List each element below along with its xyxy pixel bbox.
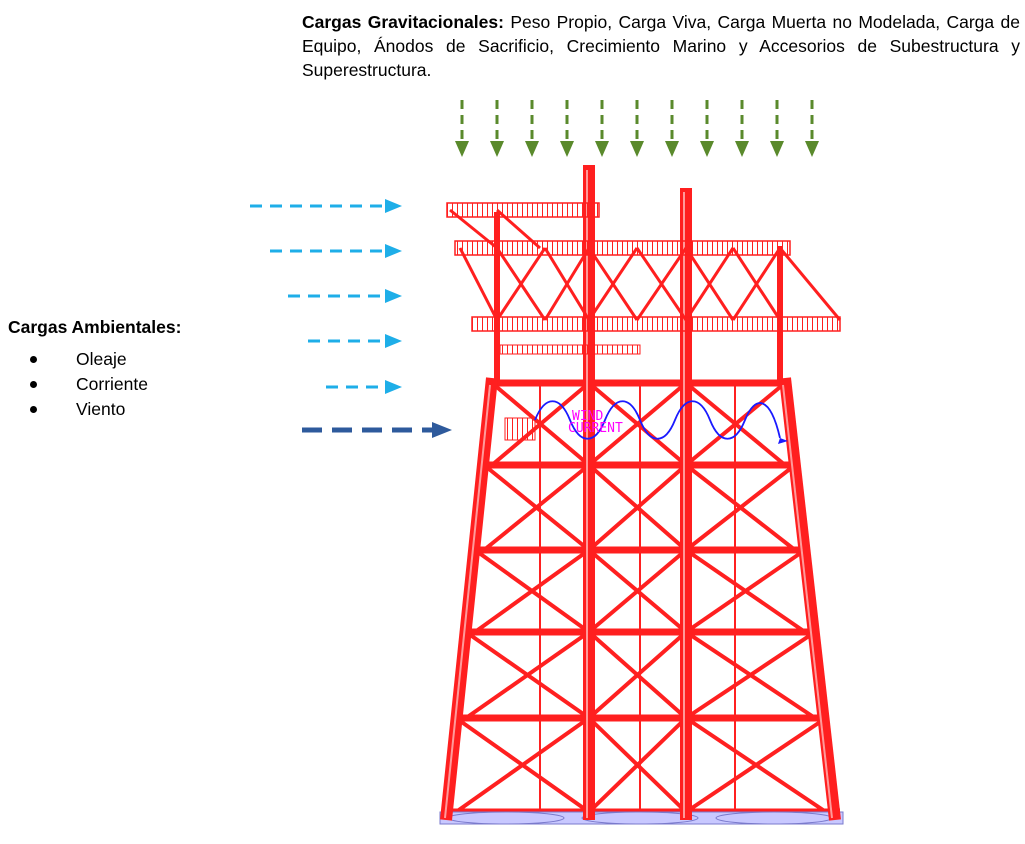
list-item: Corriente — [30, 372, 148, 397]
down-arrow-icon — [735, 100, 749, 157]
gravitational-loads-text: Peso Propio, Carga Viva, Carga Muerta no… — [302, 12, 1021, 80]
gravitational-loads-title: Cargas Gravitacionales: — [302, 12, 504, 32]
down-arrow-icon — [455, 100, 469, 157]
down-arrow-icon — [700, 100, 714, 157]
offshore-platform-model — [439, 165, 844, 825]
down-arrow-icon — [805, 100, 819, 157]
right-arrow-icon — [308, 334, 402, 348]
down-arrow-icon — [560, 100, 574, 157]
mudline-base — [439, 811, 844, 825]
deck-trusses — [449, 208, 842, 321]
down-arrow-icon — [665, 100, 679, 157]
right-arrow-icon — [288, 289, 402, 303]
down-arrow-icon — [770, 100, 784, 157]
gravity-arrows — [455, 100, 819, 157]
environmental-loads-list: Oleaje Corriente Viento — [30, 347, 148, 422]
environmental-item-wind: Viento — [76, 399, 126, 419]
list-item: Viento — [30, 397, 148, 422]
deck-levels — [446, 202, 841, 441]
pile-highlights — [444, 170, 833, 819]
right-arrow-icon — [302, 422, 452, 438]
down-arrow-icon — [595, 100, 609, 157]
down-arrow-icon — [630, 100, 644, 157]
wave-arrow-icon — [778, 438, 788, 444]
right-arrow-icon — [270, 244, 402, 258]
right-arrow-icon — [250, 199, 402, 213]
down-arrow-icon — [525, 100, 539, 157]
down-arrow-icon — [490, 100, 504, 157]
environmental-item-current: Corriente — [76, 374, 148, 394]
list-item: Oleaje — [30, 347, 148, 372]
environmental-item-waves: Oleaje — [76, 349, 127, 369]
model-label-wind: WIND — [572, 409, 603, 424]
bullet-icon — [30, 406, 37, 413]
bullet-icon — [30, 381, 37, 388]
wave-profile — [534, 400, 781, 440]
gravitational-loads-caption: Cargas Gravitacionales: Peso Propio, Car… — [302, 10, 1020, 82]
jacket-bracing — [454, 381, 828, 814]
deck-columns — [494, 212, 783, 380]
model-label-current: CURRENT — [568, 421, 623, 436]
jacket-legs — [440, 377, 841, 821]
piles — [583, 165, 692, 820]
environmental-arrows — [250, 199, 452, 438]
right-arrow-icon — [326, 380, 402, 394]
environmental-loads-title: Cargas Ambientales: — [8, 317, 182, 337]
bullet-icon — [30, 356, 37, 363]
